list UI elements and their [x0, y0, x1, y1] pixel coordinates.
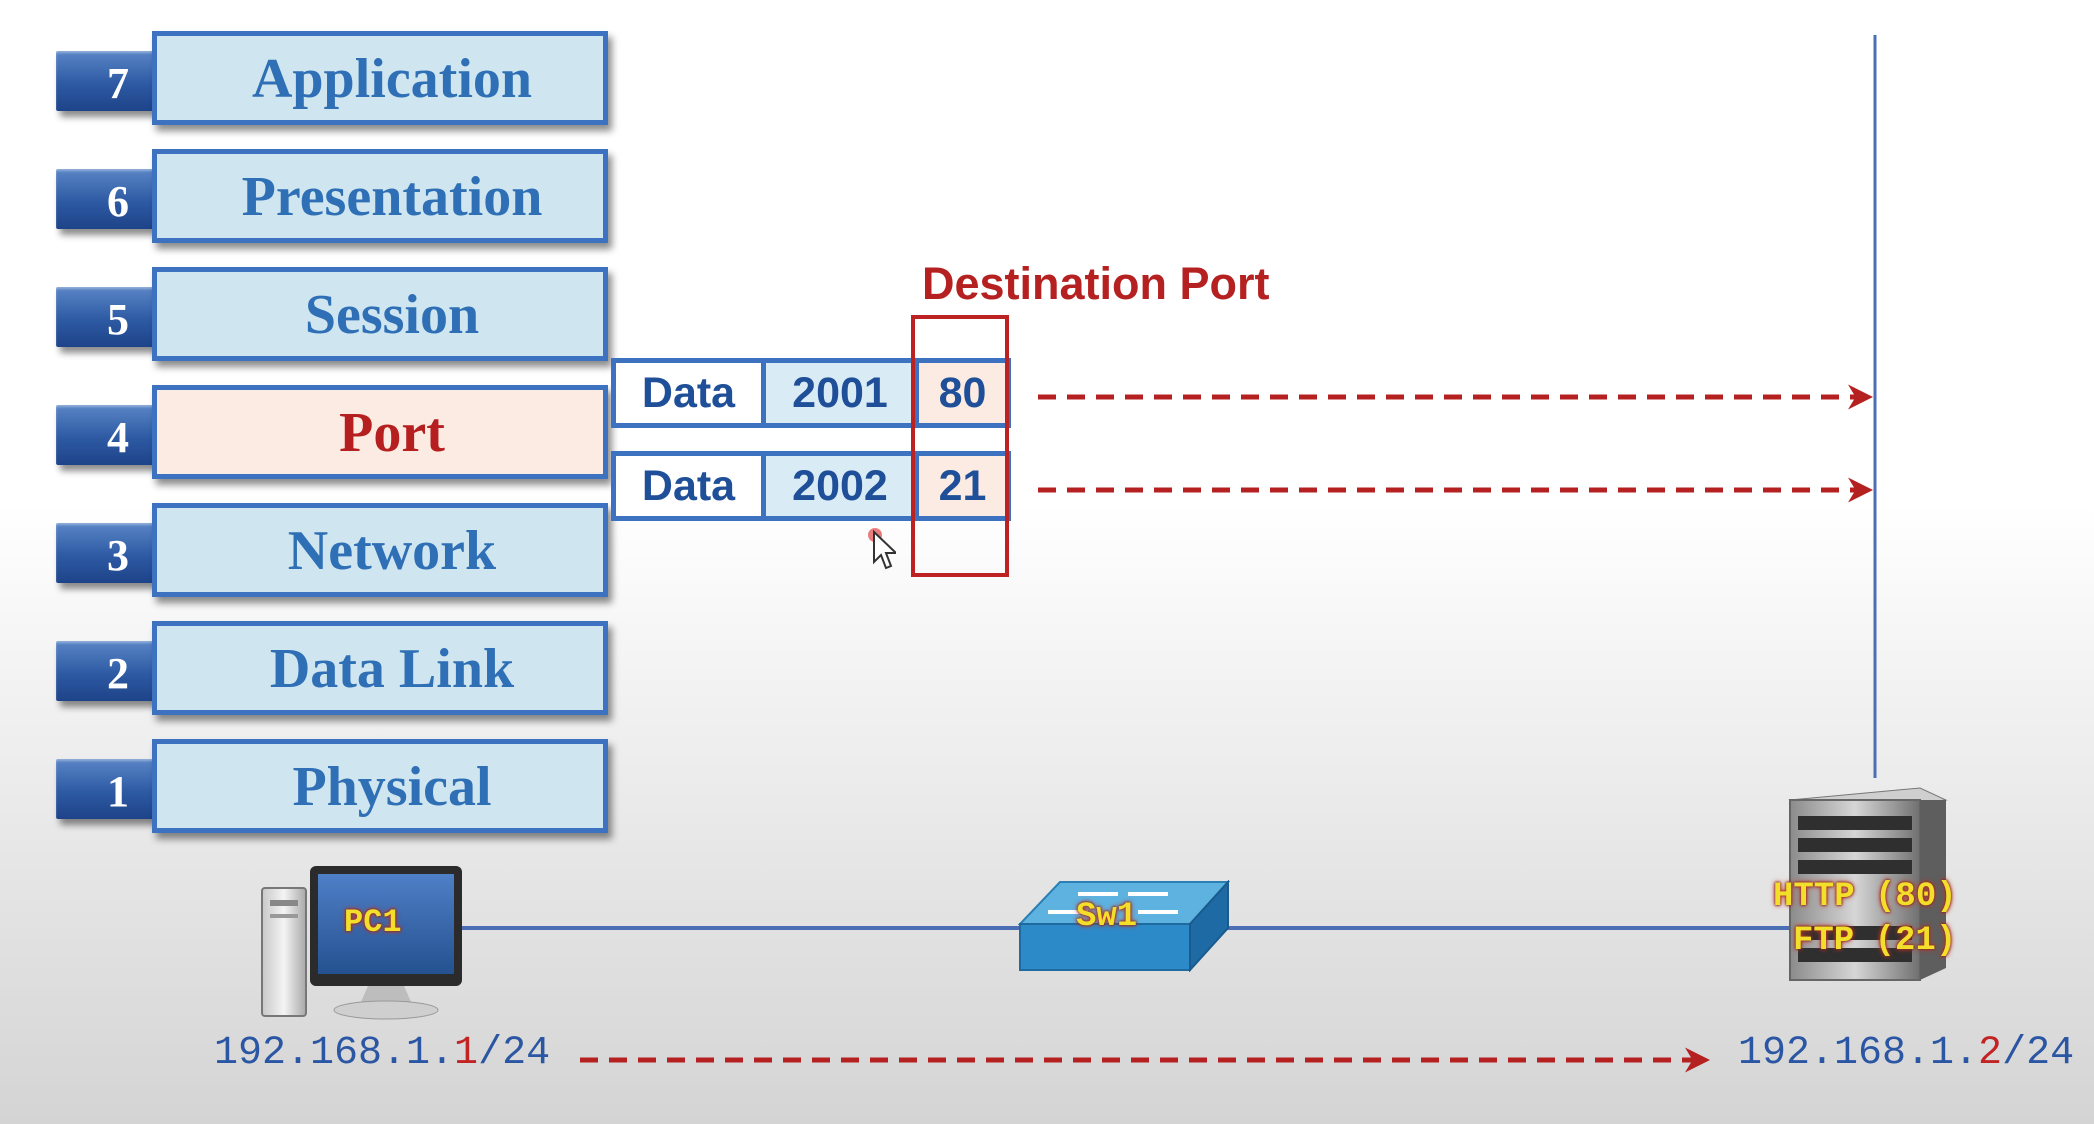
source-port-cell: 2001 [766, 363, 919, 423]
osi-layer-1: 1 Physical [56, 739, 608, 835]
segment-row-2: Data 2002 21 [611, 451, 1011, 521]
osi-layer-7: 7 Application [56, 31, 608, 127]
server-ip-address: 192.168.1.2/24 [1738, 1031, 2074, 1076]
mouse-cursor-icon [868, 528, 896, 570]
sw1-device: Sw1 [1018, 880, 1230, 972]
segment-data-cell: Data [616, 456, 766, 516]
ip-host-part: 1 [454, 1031, 479, 1076]
destination-port-highlight-box [911, 315, 1009, 577]
desktop-pc-icon [261, 866, 462, 1020]
server-device: HTTP (80) FTP (21) [1770, 786, 1960, 986]
layer-name: Physical [152, 739, 608, 833]
layer-name: Presentation [152, 149, 608, 243]
layer-name: Session [152, 267, 608, 361]
osi-layer-4: 4 Port [56, 385, 608, 481]
sw1-label: Sw1 [1076, 898, 1138, 936]
segment-data-cell: Data [616, 363, 766, 423]
pc1-ip-address: 192.168.1.1/24 [214, 1031, 550, 1076]
layer-name: Network [152, 503, 608, 597]
network-switch-icon [1018, 880, 1230, 972]
pc1-label: PC1 [344, 904, 402, 941]
destination-port-cell: 80 [919, 363, 1006, 423]
segment-row-1: Data 2001 80 [611, 358, 1011, 428]
rack-server-icon [1788, 787, 1948, 981]
layer-name-highlighted: Port [152, 385, 608, 479]
server-service-http: HTTP (80) [1773, 878, 1957, 916]
destination-port-label: Destination Port [922, 258, 1270, 309]
destination-port-cell: 21 [919, 456, 1006, 516]
osi-layer-5: 5 Session [56, 267, 608, 363]
ip-mask-part: /24 [478, 1031, 551, 1076]
source-port-cell: 2002 [766, 456, 919, 516]
pc1-device: PC1 [258, 866, 468, 1026]
osi-layer-3: 3 Network [56, 503, 608, 599]
ip-network-part: 192.168.1. [1738, 1031, 1979, 1076]
osi-layer-2: 2 Data Link [56, 621, 608, 717]
ip-host-part: 2 [1978, 1031, 2003, 1076]
ip-mask-part: /24 [2002, 1031, 2075, 1076]
ip-network-part: 192.168.1. [214, 1031, 455, 1076]
layer-name: Data Link [152, 621, 608, 715]
osi-layer-6: 6 Presentation [56, 149, 608, 245]
server-service-ftp: FTP (21) [1793, 922, 1957, 960]
layer-name: Application [152, 31, 608, 125]
